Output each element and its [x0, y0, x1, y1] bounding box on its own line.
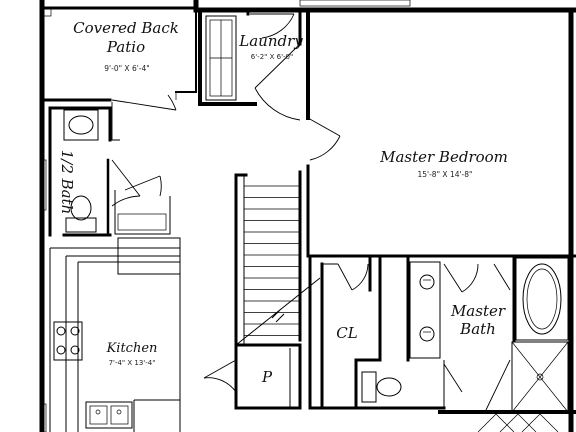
left-window-bottom: [39, 403, 47, 432]
master-bedroom-dims: 15'-8" X 14'-8": [418, 170, 473, 179]
master-toilet-bowl: [376, 377, 402, 397]
pantry-title: P: [261, 368, 273, 386]
left-window-top: [39, 159, 47, 211]
vanity-sink-top: [419, 274, 435, 290]
bottom-lattice: [477, 413, 559, 432]
kitchen: [49, 237, 181, 432]
laundry-title: Laundry: [238, 32, 303, 50]
kitchen-sink: [85, 401, 133, 429]
kitchen-title: Kitchen: [106, 341, 158, 356]
vanity-sink-bottom: [419, 326, 435, 342]
half-bath: [48, 106, 141, 237]
vanity-counter: [409, 261, 441, 359]
stairs: [234, 170, 321, 347]
pantry: [203, 343, 302, 410]
laundry-dims: 6'-2" X 6'-0": [251, 53, 293, 61]
closet: [308, 256, 446, 410]
hall-closet: [114, 175, 171, 235]
top-window: [299, 0, 411, 7]
bathtub: [515, 257, 569, 341]
half-bath-toilet-tank: [65, 217, 97, 233]
half-bath-sink: [63, 109, 99, 141]
closet-title: CL: [336, 324, 357, 342]
covered-patio-dims: 9'-0" X 6'-4": [104, 64, 149, 73]
kitchen-dims: 7'-4" X 13'-4": [109, 359, 156, 367]
top-left-marker: [43, 7, 52, 17]
master-bedroom-title: Master Bedroom: [379, 148, 508, 166]
master-bath-title-line2: Bath: [459, 320, 496, 338]
master-bath-title-line1: Master: [450, 302, 506, 320]
covered-patio: [42, 9, 197, 102]
laundry-room: [198, 8, 302, 121]
master-bath: [361, 256, 569, 413]
half-bath-toilet-bowl: [70, 195, 92, 221]
cooktop: [53, 321, 83, 361]
covered-patio-title-line1: Covered Back: [73, 19, 179, 37]
master-bedroom: [306, 8, 576, 258]
patio-door: [111, 94, 177, 141]
shower: [511, 341, 569, 413]
master-toilet-tank: [361, 371, 377, 403]
covered-patio-title-line2: Patio: [106, 38, 145, 56]
half-bath-title: 1/2 Bath: [58, 150, 76, 215]
